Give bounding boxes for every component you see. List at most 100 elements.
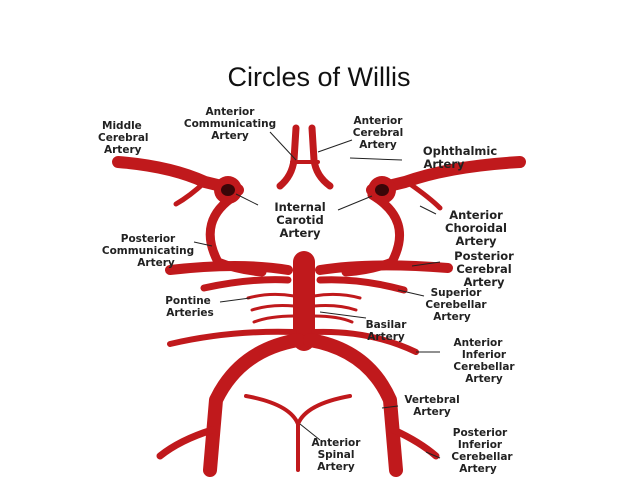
pontine-artery-left-3 [252, 314, 296, 324]
ophthalmic-branch-left [173, 179, 208, 207]
posterior-cerebral-artery-right [315, 260, 453, 275]
anterior-cerebral-artery-right [308, 124, 334, 190]
pica-left [156, 426, 216, 460]
svg-text:Pontine: Pontine [165, 295, 211, 307]
pontine-artery-right-1 [312, 292, 362, 300]
svg-text:Artery: Artery [367, 331, 405, 343]
label-anterior-spinal: Anterior Spinal Artery [312, 437, 362, 473]
leader-posterior-communicating [193, 241, 213, 247]
vertebral-artery-right [303, 333, 403, 477]
internal-carotid-left-lumen [221, 184, 235, 196]
svg-text:Carotid: Carotid [276, 213, 323, 227]
svg-text:Artery: Artery [104, 144, 142, 156]
posterior-communicating-right [341, 190, 404, 277]
svg-text:Artery: Artery [459, 463, 497, 475]
svg-text:Artery: Artery [455, 234, 497, 248]
svg-text:Communicating: Communicating [184, 118, 276, 130]
leader-anterior-communicating [269, 131, 297, 161]
pontine-artery-left-2 [250, 304, 296, 312]
svg-text:Cerebral: Cerebral [456, 262, 511, 276]
svg-text:Cerebral: Cerebral [353, 127, 404, 139]
pica-right [390, 426, 440, 460]
leader-pontine [219, 297, 251, 303]
anterior-spinal-artery [244, 394, 352, 472]
svg-text:Posterior: Posterior [453, 427, 508, 439]
svg-text:Cerebellar: Cerebellar [453, 361, 515, 373]
superior-cerebellar-artery-left [200, 276, 292, 292]
svg-text:Cerebellar: Cerebellar [425, 299, 487, 311]
label-basilar: Basilar Artery [366, 319, 408, 343]
svg-text:Artery: Artery [211, 130, 249, 142]
leader-lines [193, 131, 441, 459]
svg-text:Cerebral: Cerebral [98, 132, 149, 144]
label-posterior-inferior-cerebellar: Posterior Inferior Cerebellar Artery [451, 427, 513, 475]
label-vertebral: Vertebral Artery [404, 394, 459, 418]
svg-text:Artery: Artery [423, 157, 465, 171]
svg-text:Artery: Artery [433, 311, 471, 323]
label-ophthalmic: Ophthalmic Artery [423, 144, 498, 171]
leader-anterior-cerebral [317, 139, 353, 153]
label-posterior-communicating: Posterior Communicating Artery [102, 233, 194, 269]
superior-cerebellar-artery-right [316, 276, 408, 294]
svg-text:Artery: Artery [279, 226, 321, 240]
posterior-cerebral-artery-left [165, 261, 293, 275]
svg-text:Inferior: Inferior [458, 439, 503, 451]
aica-left [167, 328, 297, 347]
svg-text:Artery: Artery [137, 257, 175, 269]
slide-title: Circles of Willis [227, 62, 411, 92]
pontine-artery-right-3 [312, 314, 354, 324]
svg-text:Artery: Artery [465, 373, 503, 385]
svg-text:Artery: Artery [359, 139, 397, 151]
svg-text:Choroidal: Choroidal [445, 221, 507, 235]
svg-text:Arteries: Arteries [166, 307, 214, 319]
label-internal-carotid: Internal Carotid Artery [274, 200, 325, 240]
svg-text:Anterior: Anterior [354, 115, 404, 127]
leader-anterior-spinal [299, 423, 321, 441]
arteries [112, 124, 526, 477]
label-superior-cerebellar: Superior Cerebellar Artery [425, 287, 487, 323]
svg-text:Ophthalmic: Ophthalmic [423, 144, 498, 158]
svg-text:Artery: Artery [317, 461, 355, 473]
svg-text:Posterior: Posterior [121, 233, 176, 245]
leader-ophthalmic [349, 157, 403, 161]
label-pontine: Pontine Arteries [165, 295, 214, 319]
aica-right [311, 328, 419, 355]
label-anterior-communicating: Anterior Communicating Artery [184, 106, 276, 142]
svg-text:Spinal: Spinal [318, 449, 355, 461]
vertebral-artery-left [203, 333, 305, 477]
svg-text:Artery: Artery [463, 275, 505, 289]
svg-text:Posterior: Posterior [454, 249, 514, 263]
ophthalmic-branch-right [407, 181, 443, 211]
posterior-communicating-left [205, 190, 267, 277]
pontine-artery-left-1 [246, 292, 296, 300]
svg-text:Anterior: Anterior [449, 208, 503, 222]
svg-text:Basilar: Basilar [366, 319, 408, 331]
label-anterior-cerebral: Anterior Cerebral Artery [353, 115, 404, 151]
label-anterior-inferior-cerebellar: Anterior Inferior Cerebellar Artery [453, 337, 515, 385]
svg-text:Cerebellar: Cerebellar [451, 451, 513, 463]
svg-text:Middle: Middle [102, 120, 142, 132]
label-anterior-choroidal: Anterior Choroidal Artery [445, 208, 507, 248]
middle-cerebral-artery-right [366, 156, 526, 196]
svg-text:Superior: Superior [431, 287, 483, 299]
leader-anterior-choroidal [419, 205, 437, 215]
svg-text:Inferior: Inferior [462, 349, 507, 361]
leader-superior-cerebellar [397, 289, 425, 297]
svg-text:Anterior: Anterior [206, 106, 256, 118]
leader-internal-carotid-right [337, 195, 373, 211]
svg-text:Artery: Artery [413, 406, 451, 418]
internal-carotid-right-lumen [375, 184, 389, 196]
svg-text:Vertebral: Vertebral [404, 394, 459, 406]
svg-text:Anterior: Anterior [454, 337, 504, 349]
leader-vertebral [381, 405, 399, 409]
leader-internal-carotid-left [235, 193, 259, 206]
pontine-artery-right-2 [312, 304, 358, 312]
label-posterior-cerebral: Posterior Cerebral Artery [454, 249, 514, 289]
label-middle-cerebral: Middle Cerebral Artery [98, 120, 149, 156]
svg-text:Communicating: Communicating [102, 245, 194, 257]
leader-basilar [319, 311, 367, 319]
svg-text:Internal: Internal [274, 200, 325, 214]
leader-posterior-cerebral [411, 261, 441, 267]
